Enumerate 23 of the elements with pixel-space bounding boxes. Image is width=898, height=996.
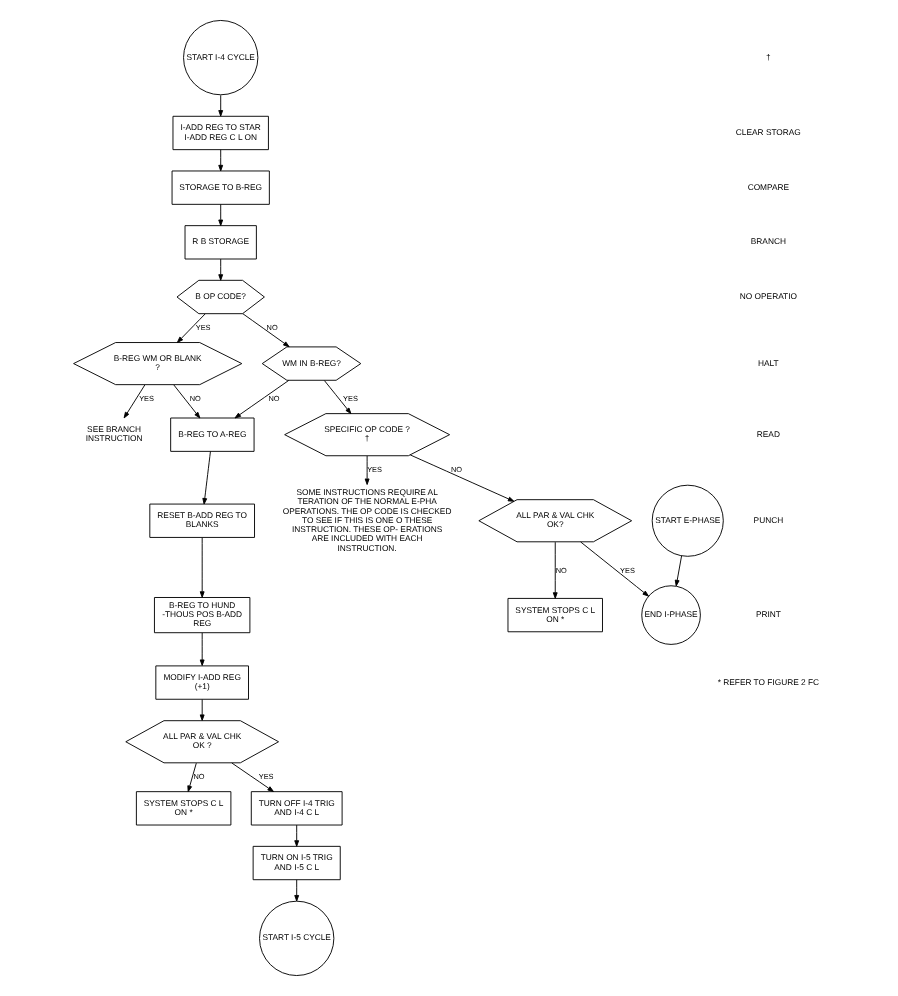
arrow	[175, 313, 205, 343]
arrow	[217, 203, 223, 227]
arrow	[241, 313, 289, 348]
arrow	[551, 541, 557, 599]
arrow	[293, 824, 299, 847]
arrow	[322, 380, 351, 415]
arrow	[198, 632, 204, 666]
arrow	[186, 762, 196, 793]
arrow	[217, 94, 223, 117]
arrow	[217, 258, 223, 281]
arrow	[579, 541, 648, 597]
arrow	[122, 384, 145, 419]
arrow	[673, 555, 682, 587]
arrow	[217, 149, 223, 172]
arrow	[363, 455, 369, 485]
arrow	[172, 384, 200, 419]
arrow	[293, 879, 299, 902]
arrow	[230, 762, 273, 792]
arrow	[198, 699, 204, 721]
arrow	[408, 454, 514, 502]
arrow	[233, 379, 289, 419]
arrow	[201, 451, 210, 505]
arrow	[198, 537, 204, 598]
